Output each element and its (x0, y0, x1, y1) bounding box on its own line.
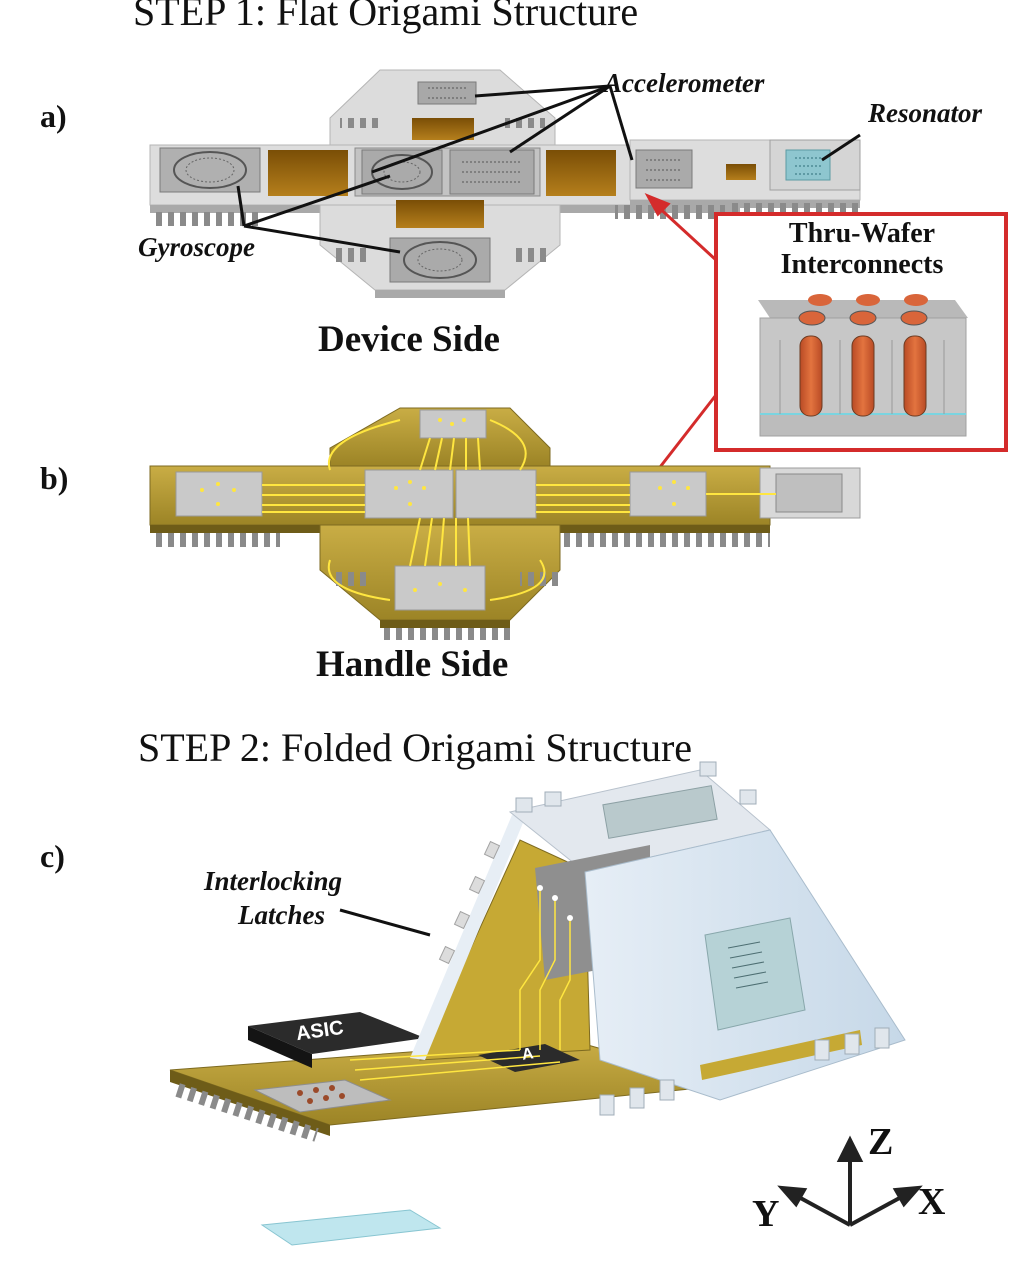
handle-bottom-edge (380, 620, 510, 628)
latch-teeth (510, 248, 550, 262)
top-latches (515, 761, 757, 813)
latch-teeth (340, 118, 380, 128)
latch-teeth (560, 533, 770, 547)
cavity (546, 150, 616, 196)
latch-teeth (330, 248, 370, 262)
left-outer-wall (410, 815, 525, 1060)
asic-chip-1-side (248, 1026, 312, 1068)
step2-title: STEP 2: Folded Origami Structure (138, 725, 693, 770)
folded-traces (349, 890, 571, 1081)
latch-teeth (505, 118, 545, 128)
inset-title-line1: Thru-Wafer (788, 218, 936, 249)
via-top (856, 294, 880, 306)
panel-c-label: c) (40, 838, 65, 874)
folded-structure (169, 761, 906, 1246)
gyroscope-label: Gyroscope (138, 232, 255, 262)
leader-lines-a (236, 84, 861, 254)
handle-right-pad (775, 473, 843, 513)
inset-callout-arrows (641, 193, 718, 494)
via-top (904, 294, 928, 306)
asic-chip-1 (248, 1012, 425, 1054)
latch-teeth (615, 205, 725, 219)
latch-teeth (171, 1082, 319, 1142)
axis-z-label: Z (868, 1121, 894, 1163)
interlocking-latches (438, 840, 501, 965)
axis-triad (777, 1135, 923, 1227)
bond-pad (629, 471, 707, 517)
via-top (849, 310, 877, 326)
axis-y-label: Y (752, 1193, 780, 1235)
accelerometer-chip (417, 81, 477, 105)
via-column (903, 335, 927, 417)
panel-a-label: a) (40, 98, 67, 134)
top-chip (602, 785, 718, 839)
handle-side-label: Handle Side (316, 644, 509, 685)
latches-leader (339, 908, 431, 937)
glass-slab (260, 1209, 442, 1246)
bond-pad (394, 565, 486, 611)
resonator-label: Resonator (868, 98, 983, 128)
via-top (808, 294, 832, 306)
cavity (412, 118, 474, 140)
bond-pad (364, 469, 454, 519)
floor-pad-dots (297, 1085, 345, 1104)
pad-dots (200, 418, 690, 592)
inset-box (714, 212, 1008, 452)
step1-title: STEP 1: Flat Origami Structure (133, 0, 639, 34)
via-top (798, 310, 826, 326)
latch-teeth (520, 572, 560, 586)
bond-pad (455, 469, 537, 519)
interlocking-label-line1: Interlocking (204, 866, 343, 896)
resonator-chip (785, 149, 831, 181)
device-side-label: Device Side (318, 319, 500, 360)
latch-teeth (152, 212, 262, 226)
bottom-latches (599, 1027, 890, 1116)
panel-b-label: b) (40, 460, 69, 496)
asic-label-2: A (520, 1045, 535, 1064)
accelerometer-label: Accelerometer (604, 68, 765, 98)
axis-x-label: X (918, 1181, 946, 1223)
bond-pad (175, 471, 263, 517)
handle-side-structure (149, 407, 861, 640)
device-side-structure (149, 69, 861, 298)
latch-teeth (380, 628, 510, 640)
wafer-block-base (759, 413, 967, 437)
inset-title-line2: Interconnects (780, 249, 944, 280)
folded-pad-dots (537, 885, 573, 921)
via-column (851, 335, 875, 417)
latch-teeth (150, 533, 280, 547)
cavity (726, 164, 756, 180)
wall-accelerometer-combs (727, 941, 769, 989)
signal-traces (262, 419, 776, 601)
interlocking-label-line2: Latches (238, 900, 325, 930)
gyroscope-chip (159, 147, 261, 193)
bottom-arm-edge (375, 290, 505, 298)
via-top (900, 310, 928, 326)
cavity (396, 200, 484, 228)
accelerometer-chip (635, 149, 693, 189)
inset-title: Thru-Wafer Interconnects (718, 218, 1006, 280)
via-column (799, 335, 823, 417)
cavity (268, 150, 348, 196)
latch-teeth (330, 572, 370, 586)
gyroscope-chip (389, 237, 491, 283)
floor-pad (253, 1079, 392, 1113)
